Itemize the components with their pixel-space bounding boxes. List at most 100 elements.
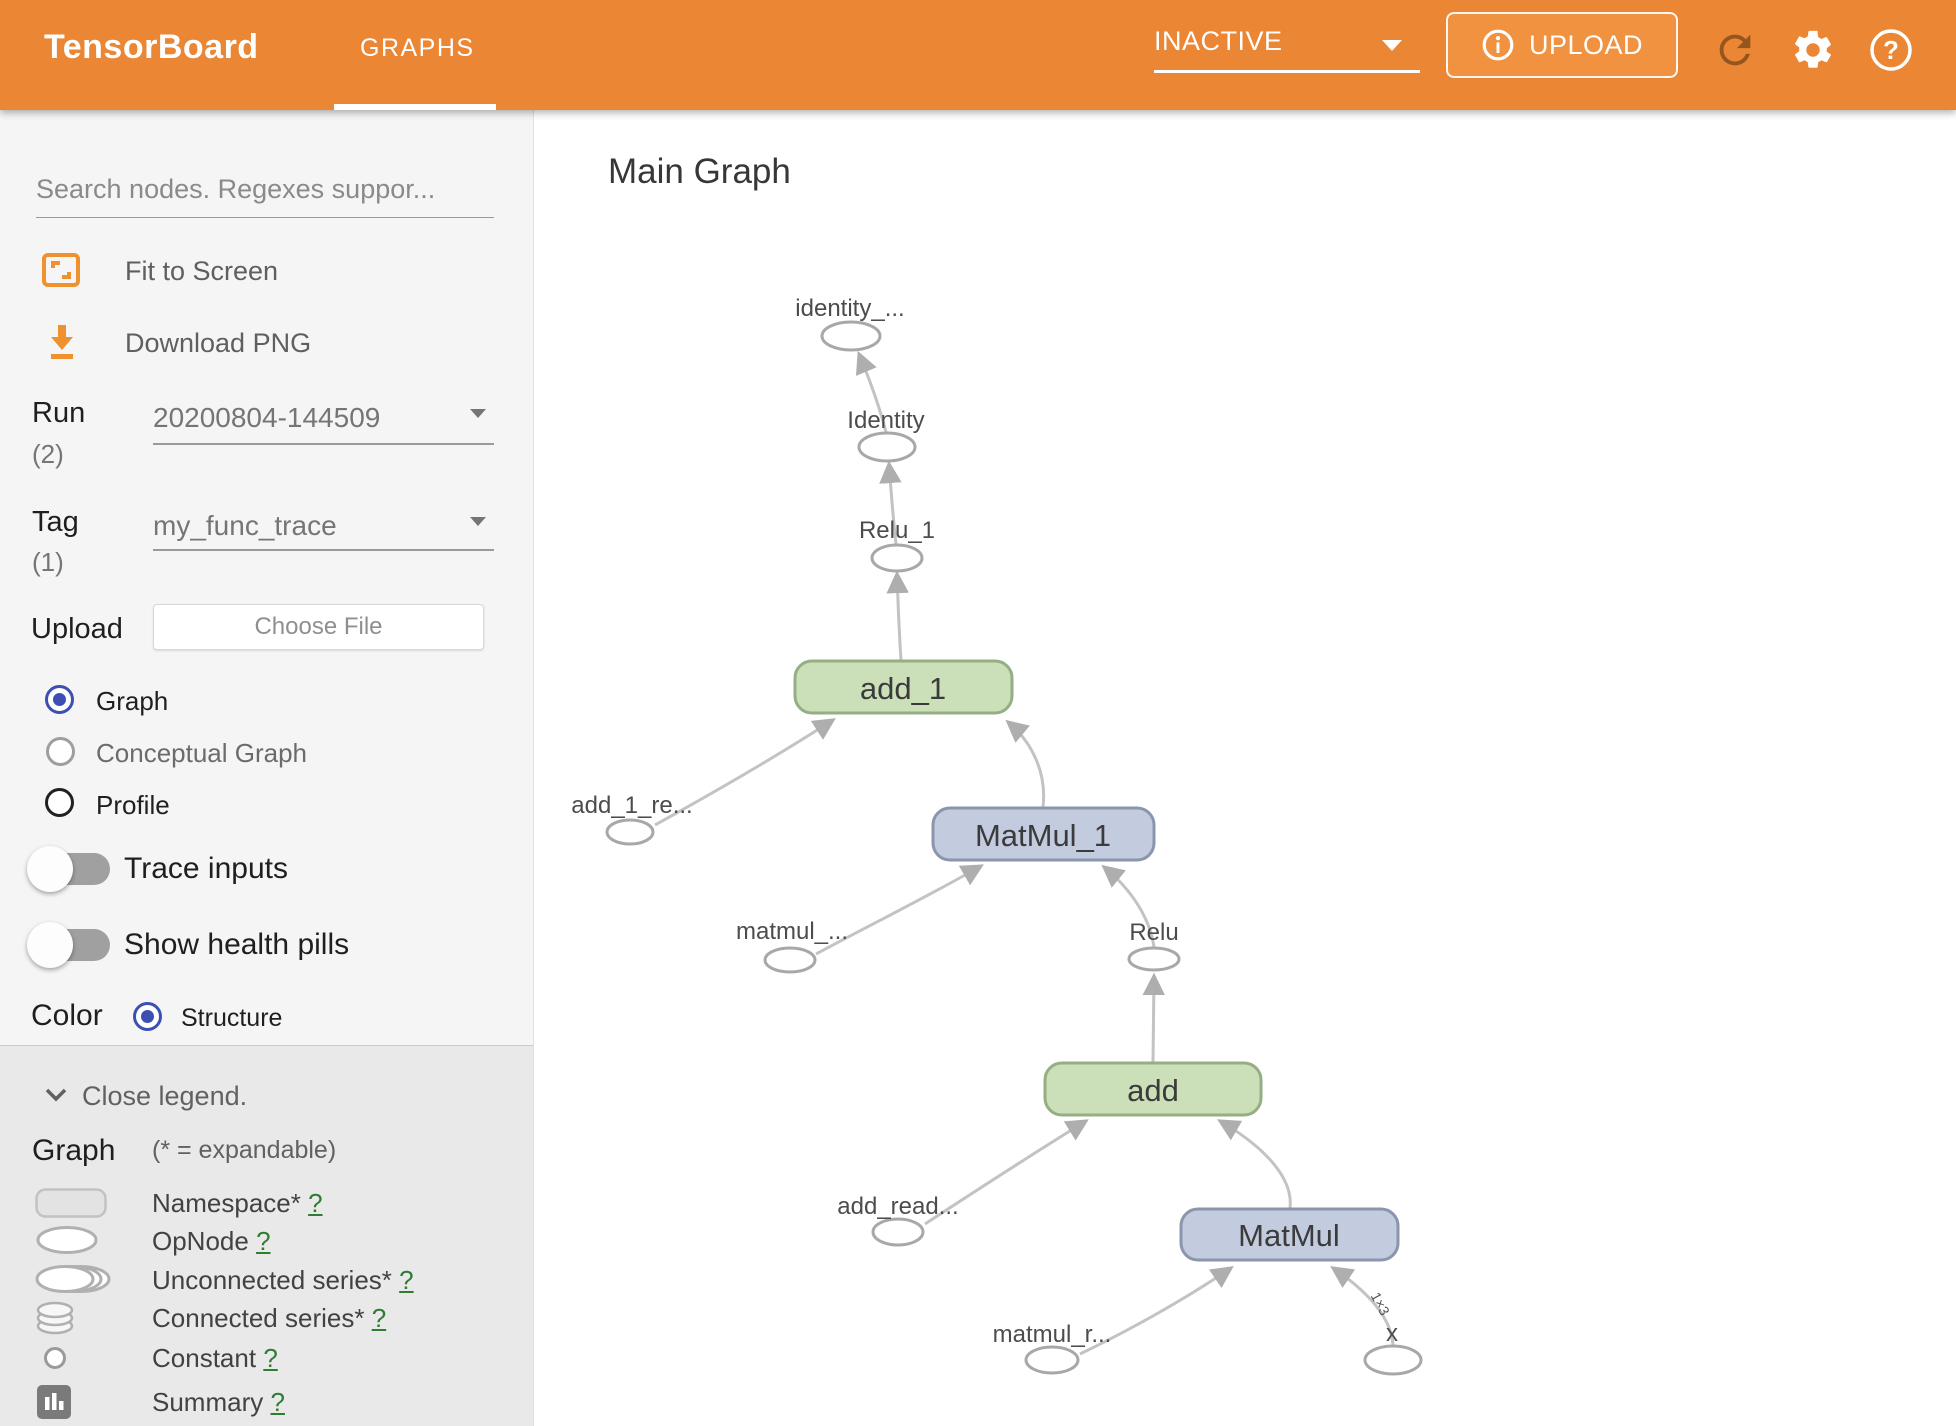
namespace-swatch (35, 1188, 107, 1218)
close-legend-button[interactable]: Close legend. (82, 1081, 248, 1111)
node-relu-1-label: Relu_1 (859, 517, 935, 544)
node-matmul-1[interactable] (931, 806, 1156, 862)
edge-relu-to-matmul1 (1101, 864, 1156, 948)
legend-heading: Graph (32, 1134, 116, 1167)
namespace-help-link[interactable]: ? (308, 1188, 323, 1218)
chevron-down-icon (1382, 40, 1402, 51)
node-matmul[interactable] (1179, 1207, 1400, 1262)
graph-canvas[interactable]: Main Graph 1×3 identity_... (534, 110, 1956, 1426)
show-health-pills-label: Show health pills (124, 928, 350, 961)
node-x-label: x (1386, 1320, 1398, 1347)
app-title: TensorBoard (44, 28, 259, 66)
main-graph-title: Main Graph (608, 152, 791, 191)
toggle-thumb (27, 922, 73, 968)
node-matmul-label: MatMul (1238, 1218, 1340, 1253)
run-select-underline (153, 443, 494, 445)
top-toolbar: TensorBoard GRAPHS INACTIVE UPLOAD ? (0, 0, 1956, 110)
node-identity-out[interactable] (820, 320, 882, 352)
opnode-help-link[interactable]: ? (256, 1226, 271, 1256)
node-relu[interactable] (1127, 946, 1181, 972)
connected-series-help-link[interactable]: ? (371, 1303, 387, 1333)
run-select-arrow-icon[interactable] (470, 409, 486, 418)
run-select[interactable]: 20200804-144509 (153, 402, 381, 433)
connected-series-swatch (36, 1301, 74, 1335)
upload-button[interactable]: UPLOAD (1446, 12, 1678, 78)
node-identity-out-label: identity_... (795, 295, 904, 322)
show-health-pills-toggle[interactable] (27, 922, 112, 968)
node-relu-1[interactable] (870, 543, 924, 573)
radio-color-structure[interactable] (133, 1002, 162, 1031)
tag-select-arrow-icon[interactable] (470, 517, 486, 526)
legend-expandable-note: (* = expandable) (152, 1136, 337, 1164)
run-label: Run (32, 397, 86, 429)
node-relu-label: Relu (1129, 919, 1178, 946)
node-matmul-read-label: matmul_... (736, 918, 848, 945)
trace-inputs-label: Trace inputs (124, 852, 288, 885)
tag-select[interactable]: my_func_trace (153, 510, 337, 541)
tab-graphs[interactable]: GRAPHS (360, 34, 475, 62)
refresh-icon[interactable] (1712, 27, 1758, 73)
gear-icon[interactable] (1790, 27, 1836, 73)
sidebar: Fit to Screen Download PNG Run (2) 20200… (0, 110, 534, 1426)
constant-swatch (44, 1347, 66, 1369)
download-png-button[interactable]: Download PNG (125, 328, 312, 358)
node-matmul-r-label: matmul_r... (993, 1321, 1112, 1348)
edge-relu1-to-identity (879, 460, 902, 545)
summary-icon (37, 1385, 71, 1419)
node-add-1-read[interactable] (605, 818, 655, 846)
node-add-read[interactable] (871, 1217, 925, 1247)
node-add-1-label: add_1 (860, 671, 946, 706)
fit-to-screen-icon[interactable] (41, 251, 81, 289)
node-matmul-1-label: MatMul_1 (975, 818, 1111, 853)
edge-matmulread-to-matmul1 (815, 864, 984, 956)
upload-label: Upload (31, 613, 123, 645)
graph-svg: 1×3 identity_... Identity Relu_1 add_1_r… (571, 295, 1423, 1376)
chevron-down-icon[interactable] (44, 1086, 68, 1104)
node-matmul-r[interactable] (1024, 1345, 1080, 1375)
fit-to-screen-button[interactable]: Fit to Screen (125, 256, 279, 286)
opnode-swatch (36, 1226, 98, 1254)
legend-item-constant: Constant ? (152, 1343, 278, 1373)
node-add[interactable] (1043, 1061, 1263, 1117)
node-matmul-read[interactable] (763, 946, 817, 974)
choose-file-button[interactable]: Choose File (153, 604, 484, 650)
download-icon[interactable] (45, 323, 79, 361)
tag-select-underline (153, 549, 494, 551)
search-input[interactable] (36, 162, 494, 218)
node-add-label: add (1127, 1073, 1179, 1108)
radio-profile-label: Profile (96, 790, 170, 820)
legend-item-unconnected-series: Unconnected series* ? (152, 1265, 414, 1295)
radio-graph[interactable] (45, 685, 74, 714)
toggle-thumb (27, 846, 73, 892)
radio-conceptual-graph[interactable] (46, 737, 75, 766)
legend-item-namespace: Namespace* ? (152, 1188, 323, 1218)
tag-count: (1) (32, 547, 64, 577)
environment-select[interactable]: INACTIVE (1154, 26, 1420, 76)
radio-graph-label: Graph (96, 686, 169, 716)
node-add-1[interactable] (793, 659, 1014, 715)
svg-text:?: ? (1883, 35, 1899, 65)
legend-item-summary: Summary ? (152, 1387, 285, 1417)
trace-inputs-toggle[interactable] (27, 846, 112, 892)
node-add-read-label: add_read... (837, 1193, 958, 1220)
radio-conceptual-graph-label: Conceptual Graph (96, 738, 308, 768)
node-add-1-read-label: add_1_re... (571, 792, 692, 819)
edge-add1-to-relu1 (886, 570, 909, 661)
edge-matmul-to-add (1217, 1119, 1292, 1209)
unconnected-series-help-link[interactable]: ? (399, 1265, 414, 1295)
info-icon (1482, 29, 1514, 61)
legend-item-connected-series: Connected series* ? (152, 1303, 387, 1333)
node-identity[interactable] (857, 431, 917, 463)
constant-help-link[interactable]: ? (263, 1343, 278, 1373)
run-count: (2) (32, 439, 64, 469)
radio-profile[interactable] (45, 788, 74, 817)
node-x[interactable] (1363, 1344, 1423, 1376)
edge-addread-to-add (924, 1119, 1089, 1226)
help-icon[interactable]: ? (1868, 27, 1914, 73)
summary-help-link[interactable]: ? (270, 1387, 285, 1417)
color-structure-label: Structure (181, 1004, 283, 1032)
tag-label: Tag (32, 506, 79, 538)
edge-add-to-relu (1142, 972, 1166, 1063)
upload-button-label: UPLOAD (1528, 29, 1644, 60)
